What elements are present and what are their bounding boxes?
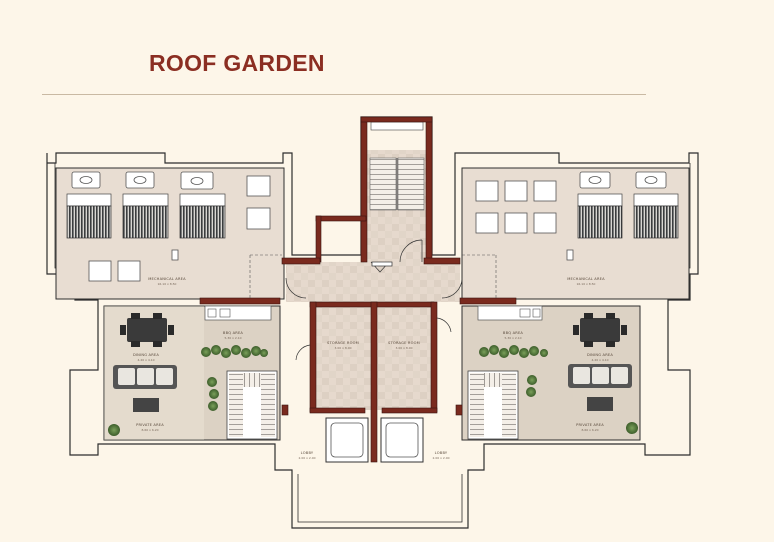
structural-walls: [199, 116, 517, 463]
central-corridor: [286, 262, 460, 302]
door-swing-icon: [285, 239, 463, 361]
lobby-right-dim: 2.00 x 2.00: [432, 456, 449, 460]
lobby-left-dim: 2.00 x 2.00: [298, 456, 315, 460]
solar-panel-icon: [577, 193, 679, 239]
sofa-icon: [113, 365, 177, 389]
water-tank-icon: [71, 171, 214, 190]
mech-right-dim: 16.10 x 8.50: [577, 282, 596, 286]
dining-right-dim: 4.20 x 4.10: [591, 358, 608, 362]
mech-right-label: MECHANICAL AREA: [567, 277, 605, 281]
terrace-right-label: PRIVATE AREA: [576, 423, 604, 427]
dining-left-dim: 4.20 x 4.10: [137, 358, 154, 362]
storage-left-label: STORAGE ROOM: [327, 341, 359, 345]
mech-left-label: MECHANICAL AREA: [148, 277, 186, 281]
page-title: ROOF GARDEN: [149, 50, 325, 76]
storage-left-dim: 3.00 x 8.00: [334, 346, 351, 350]
overhang-dashed-line: [249, 254, 497, 298]
equipment-box-icon: [475, 180, 574, 261]
coffee-table-icon: [133, 398, 159, 412]
equipment-box-icon: [88, 175, 271, 282]
bbq-counter-icon: [204, 305, 272, 321]
mech-left-dim: 16.10 x 8.50: [158, 282, 177, 286]
solar-panel-icon: [66, 193, 226, 239]
dining-left-label: DINING AREA: [133, 353, 159, 357]
storage-room-left: [316, 306, 371, 410]
storage-right-dim: 3.00 x 8.00: [395, 346, 412, 350]
storage-room-right: [377, 306, 432, 410]
terrace-right-dim: 8.60 x 6.20: [581, 428, 598, 432]
terrace-left-label: PRIVATE AREA: [136, 423, 164, 427]
bbq-right-dim: 5.30 x 2.10: [504, 336, 521, 340]
water-tank-icon: [579, 171, 667, 189]
terrace-left-dim: 8.60 x 6.20: [141, 428, 158, 432]
elevator-icon: [325, 417, 424, 463]
stair-icon: [467, 370, 519, 440]
lobby-left-label: LOBBY: [301, 451, 314, 455]
title-divider: [42, 94, 646, 95]
lobby-right-label: LOBBY: [435, 451, 448, 455]
dining-right-label: DINING AREA: [587, 353, 613, 357]
planter-icon: [108, 345, 268, 436]
sofa-icon: [568, 364, 632, 388]
bbq-counter-icon: [477, 305, 543, 321]
bbq-left-label: BBQ AREA: [223, 331, 244, 335]
storage-right-label: STORAGE ROOM: [388, 341, 420, 345]
coffee-table-icon: [587, 397, 613, 411]
dining-table-icon: [120, 313, 174, 347]
dining-table-icon: [573, 313, 627, 347]
bbq-left-dim: 5.30 x 2.10: [224, 336, 241, 340]
stair-icon: [369, 157, 397, 211]
stair-icon: [226, 370, 278, 440]
planter-icon: [479, 345, 638, 434]
stair-icon: [397, 157, 425, 211]
bbq-right-label: BBQ AREA: [503, 331, 524, 335]
